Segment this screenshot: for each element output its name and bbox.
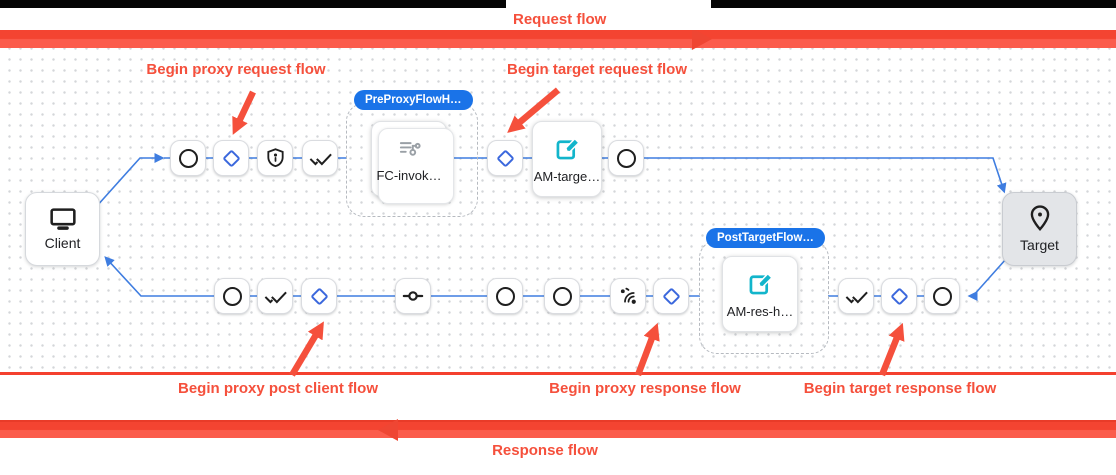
- client-node-label: Client: [44, 234, 81, 251]
- am-target-policy-card[interactable]: AM-targe…: [532, 121, 602, 197]
- diamond-step-icon: [889, 286, 909, 306]
- step-target-response-flow[interactable]: [881, 278, 917, 314]
- location-pin-icon: [1030, 205, 1049, 231]
- flow-canvas[interactable]: [0, 48, 1116, 373]
- step-commit-node[interactable]: [395, 278, 431, 314]
- client-node[interactable]: Client: [25, 192, 100, 266]
- step-response-circle-1[interactable]: [487, 278, 523, 314]
- target-node[interactable]: Target: [1002, 192, 1077, 266]
- step-security-policy[interactable]: [257, 140, 293, 176]
- circle-step-icon: [616, 148, 636, 168]
- fc-invoke-policy-card[interactable]: FC-invok…: [371, 121, 454, 204]
- circle-step-icon: [552, 286, 572, 306]
- step-response-circle-2[interactable]: [544, 278, 580, 314]
- diamond-step-icon: [309, 286, 329, 306]
- step-proxy-request-flow[interactable]: [213, 140, 249, 176]
- request-flow-label-box: [506, 0, 711, 30]
- annotation-begin-target-request: Begin target request flow: [506, 61, 688, 78]
- edit-square-icon: [749, 272, 773, 294]
- am-response-policy-card[interactable]: AM-res-h…: [722, 256, 798, 332]
- double-check-icon: [309, 153, 332, 165]
- annotation-begin-target-response: Begin target response flow: [803, 380, 997, 397]
- shield-alert-icon: [266, 148, 284, 168]
- step-post-client-verify[interactable]: [257, 278, 293, 314]
- commit-node-icon: [402, 291, 424, 301]
- circle-step-icon: [222, 286, 242, 306]
- step-target-request-flow[interactable]: [487, 140, 523, 176]
- circle-step-icon: [932, 286, 952, 306]
- step-target-response-verify[interactable]: [838, 278, 874, 314]
- monitor-icon: [49, 207, 76, 230]
- diamond-step-icon: [495, 148, 515, 168]
- response-flow-title: Response flow: [492, 442, 598, 459]
- diamond-step-icon: [221, 148, 241, 168]
- double-check-icon: [264, 291, 287, 303]
- request-flow-arrow-band: [0, 28, 1116, 50]
- step-proxy-post-client-flow[interactable]: [301, 278, 337, 314]
- pre-proxy-flowhook-badge[interactable]: PreProxyFlowH…: [354, 90, 473, 110]
- target-node-label: Target: [1020, 237, 1059, 253]
- step-request-start[interactable]: [170, 140, 206, 176]
- annotation-begin-proxy-request: Begin proxy request flow: [146, 61, 326, 78]
- step-post-client-end[interactable]: [214, 278, 250, 314]
- right-arrowhead-icon: [692, 28, 712, 50]
- request-flow-title: Request flow: [513, 11, 607, 28]
- step-verify-policy[interactable]: [302, 140, 338, 176]
- step-target-response-start[interactable]: [924, 278, 960, 314]
- signal-waves-icon: [620, 287, 636, 304]
- flow-callout-icon: [399, 142, 421, 156]
- step-target-request-end[interactable]: [608, 140, 644, 176]
- response-flow-arrow-band: [0, 419, 1116, 441]
- am-response-label: AM-res-h…: [726, 303, 794, 319]
- diamond-step-icon: [661, 286, 681, 306]
- post-target-flowhook-badge[interactable]: PostTargetFlow…: [706, 228, 825, 248]
- fc-invoke-label: FC-invok…: [376, 168, 442, 183]
- edit-square-icon: [556, 137, 580, 159]
- am-target-label: AM-targe…: [533, 168, 601, 184]
- annotation-begin-proxy-response: Begin proxy response flow: [549, 380, 741, 397]
- step-logging-policy[interactable]: [610, 278, 646, 314]
- double-check-icon: [845, 291, 868, 303]
- circle-step-icon: [178, 148, 198, 168]
- canvas-bottom-red-line: [0, 372, 1116, 375]
- step-proxy-response-flow[interactable]: [653, 278, 689, 314]
- left-arrowhead-icon: [378, 419, 398, 441]
- circle-step-icon: [495, 286, 515, 306]
- annotation-begin-proxy-post-client: Begin proxy post client flow: [177, 380, 379, 397]
